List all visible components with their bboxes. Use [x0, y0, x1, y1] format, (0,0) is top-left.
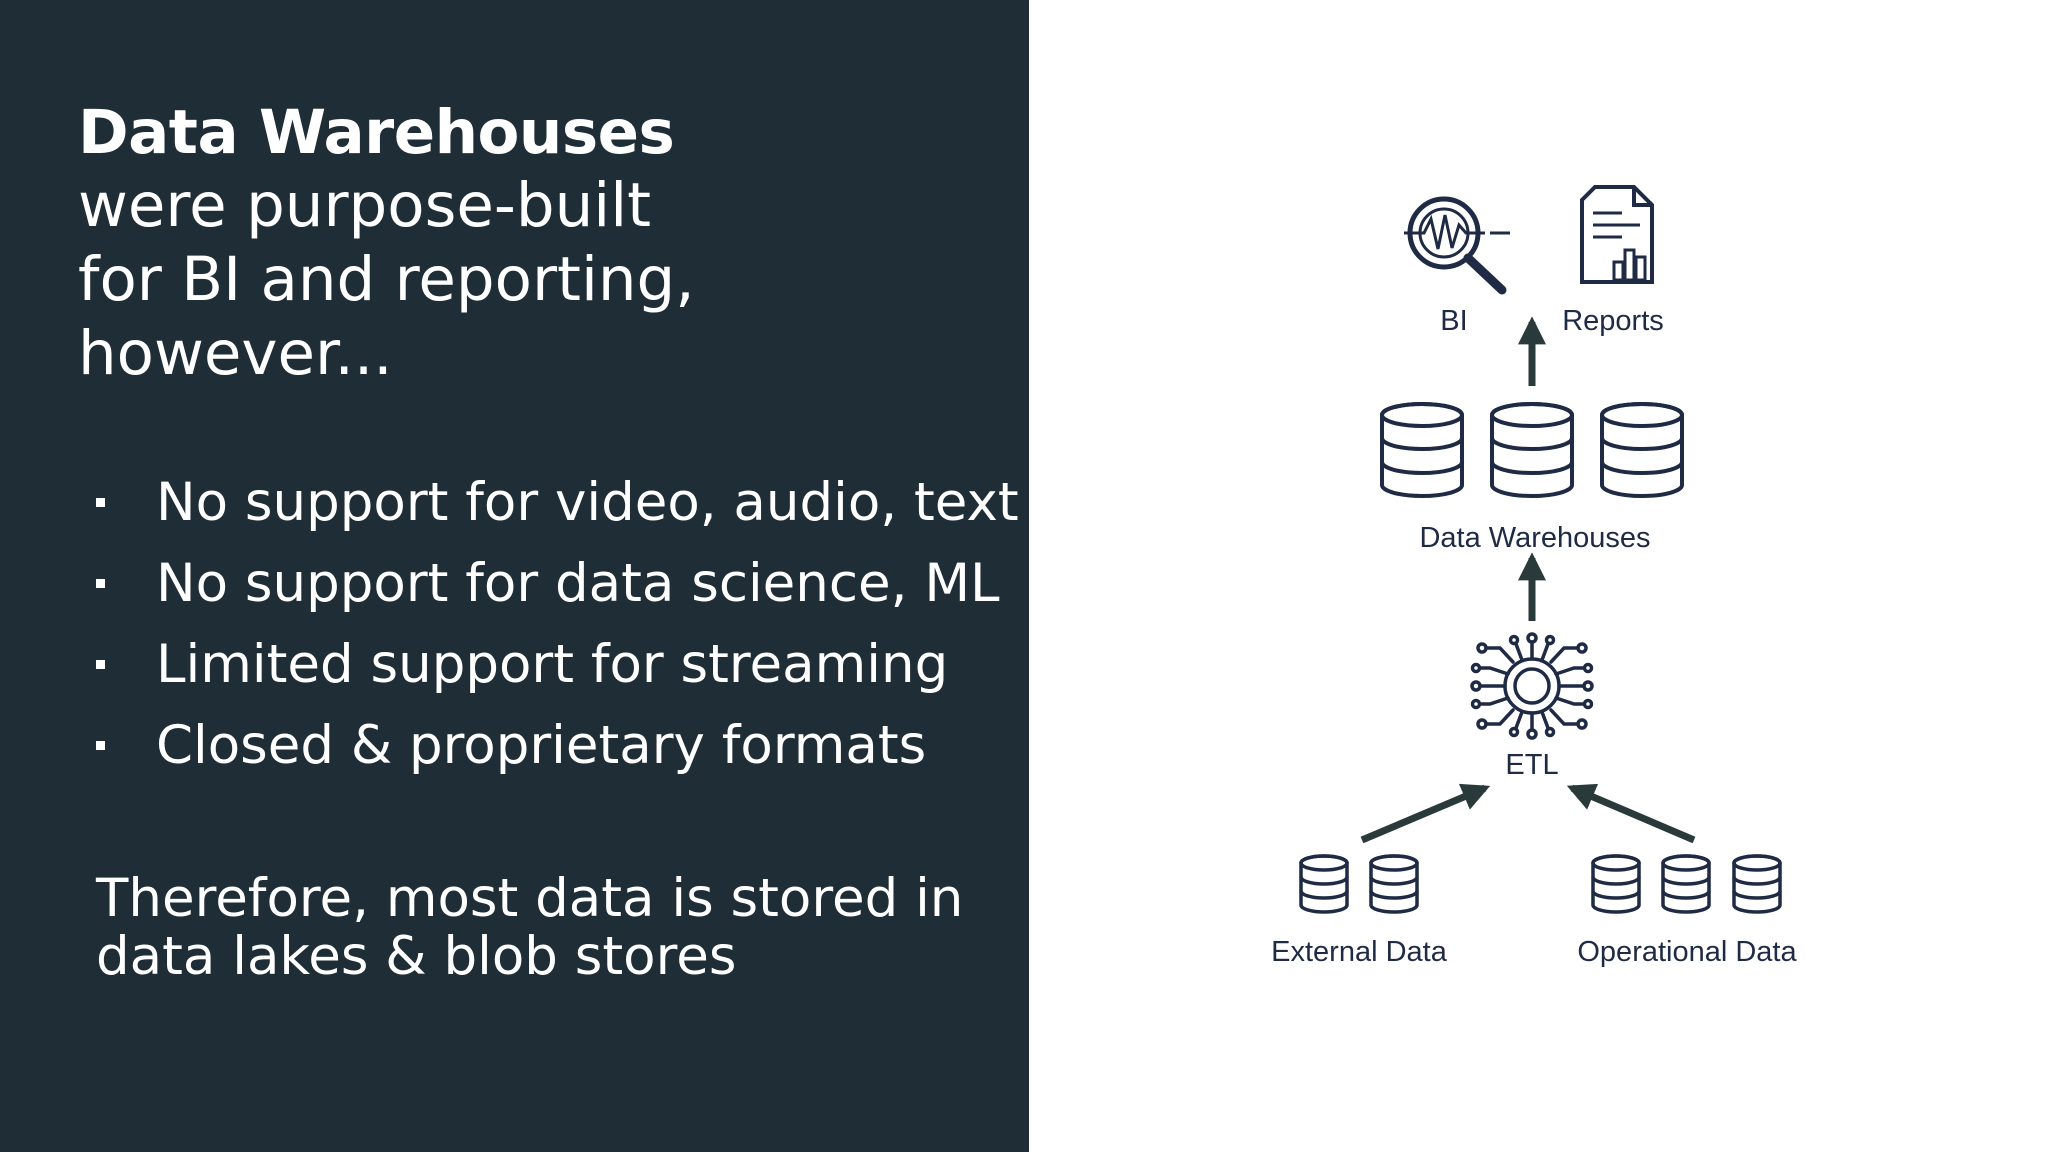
bullet-item: Limited support for streaming	[96, 624, 1019, 705]
label-data-warehouses: Data Warehouses	[1419, 522, 1650, 554]
conclusion-line: Therefore, most data is stored in	[96, 868, 964, 929]
bullet-item: No support for data science, ML	[96, 543, 1019, 624]
heading-title: Data Warehouses	[78, 97, 675, 168]
external-db-icon	[1299, 854, 1349, 914]
operational-db-icon	[1591, 854, 1641, 914]
label-bi: BI	[1440, 305, 1467, 337]
bullet-text: No support for video, audio, text	[156, 472, 1019, 533]
label-operational-data: Operational Data	[1577, 936, 1797, 968]
bullet-item: No support for video, audio, text	[96, 462, 1019, 543]
heading: Data Warehouses were purpose-built for B…	[78, 96, 695, 391]
arrow-operational-to-etl	[1566, 783, 1696, 844]
left-panel: Data Warehouses were purpose-built for B…	[0, 0, 1029, 1152]
bullet-item: Closed & proprietary formats	[96, 705, 1019, 786]
conclusion-line: data lakes & blob stores	[96, 926, 737, 987]
bullet-square-icon	[96, 741, 105, 750]
label-reports: Reports	[1562, 305, 1664, 337]
etl-circuit-icon	[1470, 632, 1594, 740]
label-etl: ETL	[1505, 749, 1558, 781]
bullet-square-icon	[96, 660, 105, 669]
conclusion: Therefore, most data is stored in data l…	[96, 870, 963, 986]
operational-db-icon	[1732, 854, 1782, 914]
bi-analytics-icon	[1404, 196, 1510, 295]
warehouse-db-icon	[1380, 402, 1464, 498]
bullet-square-icon	[96, 498, 105, 507]
heading-line: however...	[78, 318, 393, 390]
external-db-icon	[1369, 854, 1419, 914]
bullet-text: Closed & proprietary formats	[156, 715, 927, 776]
operational-db-icon	[1661, 854, 1711, 914]
label-external-data: External Data	[1271, 936, 1448, 968]
heading-line: were purpose-built	[78, 170, 652, 242]
report-document-icon	[1580, 185, 1654, 284]
arrow-external-to-etl	[1360, 783, 1491, 844]
warehouse-db-icon	[1490, 402, 1574, 498]
bullet-list: No support for video, audio, text No sup…	[96, 462, 1019, 786]
heading-line: for BI and reporting,	[78, 244, 695, 316]
bullet-text: No support for data science, ML	[156, 553, 1000, 614]
bullet-square-icon	[96, 579, 105, 588]
bullet-text: Limited support for streaming	[156, 634, 949, 695]
warehouse-db-icon	[1600, 402, 1684, 498]
